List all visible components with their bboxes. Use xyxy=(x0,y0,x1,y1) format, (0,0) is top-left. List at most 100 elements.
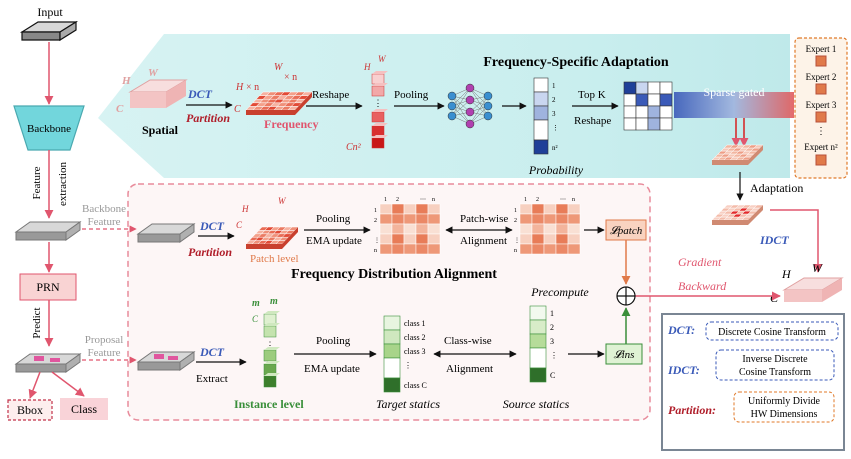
matrix-cell xyxy=(427,213,441,225)
prob-cell xyxy=(533,139,549,155)
topk-cell xyxy=(647,81,661,95)
target-stat-label: class C xyxy=(404,381,427,390)
fda-proposal-slab xyxy=(136,351,196,371)
slab-side xyxy=(748,145,763,165)
instance-level-label: Instance level xyxy=(234,397,304,411)
output-slab xyxy=(782,277,844,302)
fda-ema-bottom: EMA update xyxy=(304,363,360,375)
fda-backbone-slab xyxy=(136,223,196,243)
matrix-cell xyxy=(427,223,441,235)
experts-list: Expert 1 Expert 2 Expert 3 ⋮ Expert n² xyxy=(804,44,838,166)
topk-cell xyxy=(635,93,649,107)
arrow-to-class xyxy=(51,371,85,397)
freq-c: C xyxy=(234,104,241,115)
legend-dct-key: DCT: xyxy=(667,323,695,337)
inst-m-2: m xyxy=(270,296,278,307)
adapted-slab-bottom xyxy=(711,204,764,225)
legend-dct-box xyxy=(705,321,839,341)
column-dots: ⋮ xyxy=(266,340,275,350)
matrix-cell xyxy=(555,243,569,255)
matrix-cell xyxy=(427,203,441,215)
matrix-col-label: n xyxy=(432,197,435,203)
matrix-cell xyxy=(567,203,581,215)
matrix-cell xyxy=(531,223,545,235)
probability-column: 123⋮n² xyxy=(533,77,559,155)
fda-dct-top: DCT xyxy=(199,219,225,233)
matrix-row-label: n xyxy=(514,248,517,254)
topk-cell xyxy=(623,117,637,131)
fda-pooling-bottom: Pooling xyxy=(316,335,351,347)
backbone-block xyxy=(13,105,85,151)
matrix-cell xyxy=(415,213,429,225)
inst-top xyxy=(264,347,280,350)
matrix-row-label: 2 xyxy=(514,218,517,224)
input-slab xyxy=(19,20,79,42)
patch-h-n: H xyxy=(241,204,249,214)
prob-label: n² xyxy=(552,144,558,152)
target-stat-label: class 2 xyxy=(404,333,426,342)
nn-edge xyxy=(451,95,471,125)
source-statics-label: Source statics xyxy=(503,397,570,411)
legend-part-val-2: HW Dimensions xyxy=(751,409,818,420)
target-stat-label: ⋮ xyxy=(404,361,412,370)
matrix-row-label: n xyxy=(374,248,377,254)
matrix-cell xyxy=(531,243,545,255)
expert-3-box xyxy=(815,111,827,123)
l-patch-label: 𝓛patch xyxy=(610,225,643,237)
frequency-label: Frequency xyxy=(264,117,318,131)
target-stat-cell xyxy=(383,329,401,345)
backbone-feature-label-1: Backbone xyxy=(82,203,126,215)
topk-cell xyxy=(659,93,673,107)
sparse-gated-bar xyxy=(674,92,794,118)
gradient-label: Gradient xyxy=(678,255,722,269)
legend-idct-key: IDCT: xyxy=(667,363,700,377)
arrow-idct xyxy=(770,209,823,273)
source-stat-cell xyxy=(529,347,547,369)
nn-edge xyxy=(451,87,471,117)
adaptation-label: Adaptation xyxy=(750,181,803,195)
backbone-feature-label-2: Feature xyxy=(88,216,121,228)
inst-cell xyxy=(263,325,277,338)
output-w: W xyxy=(812,261,823,275)
matrix-cell xyxy=(403,243,417,255)
expert-n-label: Expert n² xyxy=(804,142,838,152)
matrix-cell xyxy=(415,223,429,235)
source-statics-column: 123⋮C xyxy=(529,305,558,383)
fsa-pooling: Pooling xyxy=(394,89,429,101)
matrix-cell xyxy=(543,203,557,215)
column-cell xyxy=(371,111,385,123)
expert-1-box xyxy=(815,55,827,67)
column-dots: ⋮ xyxy=(374,98,383,108)
fda-alignment-bottom: Alignment xyxy=(446,363,493,375)
matrix-cell xyxy=(403,203,417,215)
cn2-column: ⋮ xyxy=(371,71,388,149)
spatial-label: Spatial xyxy=(142,123,179,137)
matrix-cell xyxy=(555,203,569,215)
matrix-cell xyxy=(519,243,533,255)
source-stat-label: 3 xyxy=(550,337,554,346)
topk-cell xyxy=(647,105,661,119)
expert-dots: ⋮ xyxy=(816,126,826,137)
matrix-cell xyxy=(391,233,405,245)
matrix-cell xyxy=(379,233,393,245)
matrix-row-label: 1 xyxy=(374,208,377,214)
inst-top xyxy=(264,361,280,364)
extraction-label: extraction xyxy=(57,162,69,206)
inst-top xyxy=(264,323,280,326)
matrix-cell xyxy=(567,223,581,235)
nn-node xyxy=(465,83,475,93)
slab-side xyxy=(282,227,298,249)
matrix-row-label: ⋮ xyxy=(374,238,380,244)
output-h: H xyxy=(781,267,792,281)
prn-label: PRN xyxy=(36,280,60,294)
patch-level-slab xyxy=(245,226,299,249)
fda-pooling-top: Pooling xyxy=(316,213,351,225)
topk-cell xyxy=(659,81,673,95)
matrix-cell xyxy=(555,213,569,225)
matrix-cell xyxy=(519,213,533,225)
legend-part-val-1: Uniformly Divide xyxy=(748,396,820,407)
class-label: Class xyxy=(71,402,97,416)
matrix-col-label: 2 xyxy=(536,197,539,203)
column-top xyxy=(372,109,388,112)
prob-cell xyxy=(533,119,549,141)
